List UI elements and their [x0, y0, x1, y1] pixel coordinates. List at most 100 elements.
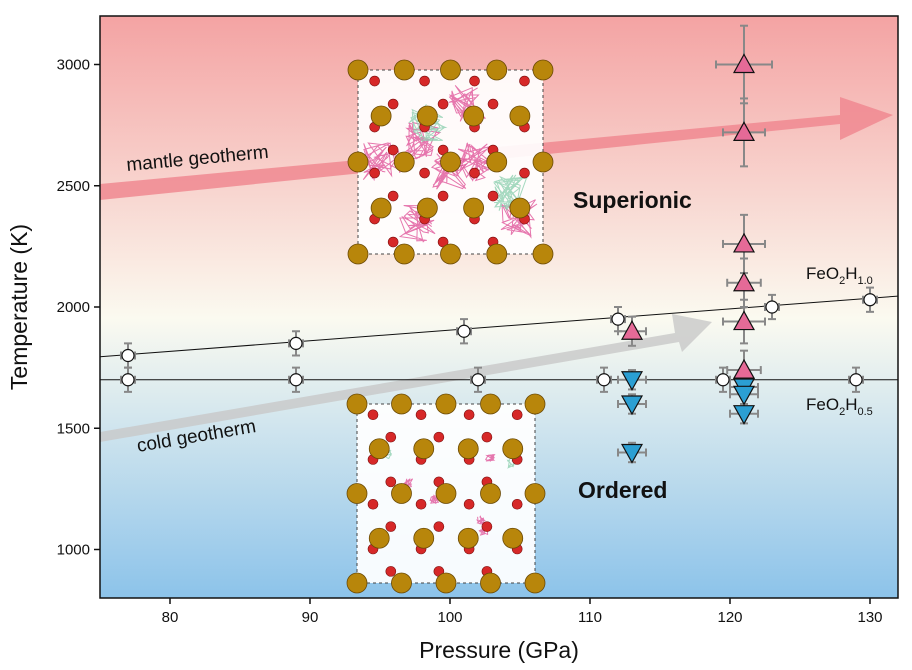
data-point-circle — [471, 373, 485, 387]
iron-atom — [346, 393, 368, 415]
oxygen-atom — [385, 566, 397, 577]
oxygen-atom — [415, 409, 427, 421]
data-point-triangle-up — [732, 121, 756, 141]
oxygen-atom — [387, 236, 399, 248]
data-point-circle — [121, 348, 135, 363]
data-point-triangle-up — [732, 310, 756, 331]
oxygen-atom — [511, 409, 523, 421]
oxygen-atom — [433, 521, 445, 532]
iron-atom — [393, 243, 415, 265]
oxygen-atom — [433, 431, 445, 443]
iron-atom — [370, 105, 392, 127]
iron-atom — [347, 243, 369, 265]
oxygen-atom — [463, 409, 475, 421]
data-point-circle — [716, 373, 730, 387]
oxygen-atom — [419, 75, 430, 87]
hydrogen-trajectory — [506, 458, 517, 469]
feo2h10-line-label-part: H — [845, 264, 857, 283]
iron-atom — [457, 438, 479, 460]
iron-atom — [486, 243, 508, 265]
data-point-triangle-down — [620, 395, 644, 416]
iron-atom — [532, 151, 554, 173]
oxygen-atom — [481, 521, 493, 532]
iron-atom — [435, 483, 457, 504]
iron-atom — [391, 572, 412, 594]
iron-atom — [413, 527, 435, 549]
feo2h05-line-label-part: 2 — [839, 406, 845, 418]
oxygen-atom — [367, 498, 379, 510]
iron-atom — [524, 572, 546, 594]
feo2h05-line-label: FeO2H0.5 — [806, 395, 873, 418]
y-tick-label: 1500 — [57, 420, 90, 437]
iron-atom — [435, 393, 457, 415]
data-point-triangle-up — [732, 358, 756, 379]
oxygen-atom — [511, 498, 523, 510]
iron-atom — [532, 243, 554, 265]
data-point-triangle-up — [732, 232, 756, 253]
oxygen-atom — [469, 75, 480, 87]
hydrogen-trajectory — [484, 454, 496, 462]
iron-atom — [480, 483, 501, 504]
iron-atom — [370, 197, 392, 219]
feo2h10-line-label-part: 1.0 — [857, 275, 872, 287]
superionic-region-label: Superionic — [573, 187, 692, 213]
data-point-circle — [289, 336, 303, 350]
x-tick-label: 80 — [162, 609, 179, 626]
feo2h10-line-label-part: FeO — [806, 264, 839, 283]
iron-atom — [368, 527, 390, 549]
iron-atom — [416, 197, 438, 219]
y-tick-label: 2500 — [57, 178, 90, 195]
data-point-triangle-up — [732, 53, 756, 74]
iron-atom — [457, 527, 479, 549]
oxygen-atom — [463, 498, 475, 510]
x-tick-label: 90 — [302, 609, 319, 626]
feo2h05-line-label-part: H — [845, 395, 857, 414]
iron-atom — [480, 572, 501, 594]
oxygen-atom — [437, 190, 449, 202]
iron-atom — [532, 59, 554, 81]
oxygen-atom — [369, 167, 380, 179]
oxygen-atom — [469, 167, 480, 179]
iron-atom — [347, 151, 369, 173]
oxygen-atom — [487, 98, 499, 110]
oxygen-atom — [481, 431, 493, 443]
oxygen-atom — [487, 190, 499, 202]
y-tick-label: 1000 — [57, 542, 90, 559]
iron-atom — [502, 527, 524, 549]
iron-atom — [486, 151, 508, 173]
oxygen-atom — [369, 75, 380, 87]
data-point-triangle-down — [620, 443, 644, 464]
data-point-circle — [289, 373, 303, 387]
iron-atom — [440, 151, 461, 173]
data-point-circle — [611, 312, 625, 326]
iron-atom — [524, 393, 546, 415]
iron-atom — [391, 483, 412, 504]
hydrogen-trajectory — [493, 173, 529, 214]
iron-atom — [502, 438, 524, 460]
data-point-circle — [849, 373, 863, 387]
data-point-triangle-up — [732, 271, 756, 292]
iron-atom — [524, 483, 546, 504]
feo2h10-line-label: FeO2H1.0 — [806, 264, 873, 287]
ordered-structure-inset — [346, 393, 546, 594]
y-axis-title: Temperature (K) — [6, 224, 32, 390]
iron-atom — [391, 393, 412, 415]
data-point-triangle-down — [732, 385, 756, 406]
superionic-structure-inset — [347, 59, 554, 265]
iron-atom — [368, 438, 390, 460]
oxygen-atom — [387, 98, 399, 110]
x-tick-label: 110 — [578, 609, 602, 626]
iron-atom — [393, 151, 415, 173]
oxygen-atom — [519, 167, 530, 179]
data-point-circle — [121, 373, 135, 387]
hydrogen-trajectory — [402, 478, 414, 488]
iron-atom — [347, 59, 369, 81]
iron-atom — [509, 197, 531, 219]
data-point-triangle-down — [732, 405, 756, 425]
x-tick-label: 100 — [437, 609, 462, 626]
iron-atom — [435, 572, 457, 594]
data-point-circle — [863, 293, 877, 307]
oxygen-atom — [385, 431, 397, 443]
oxygen-atom — [419, 167, 430, 179]
